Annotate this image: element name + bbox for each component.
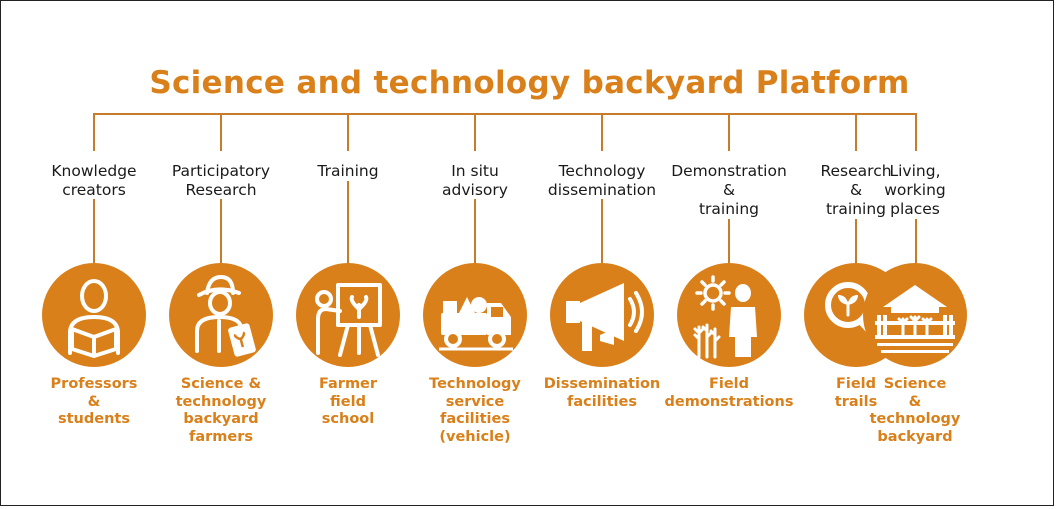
node-label: Professors&students — [50, 376, 138, 427]
connector-drop — [915, 113, 917, 151]
connector-stem — [915, 219, 917, 263]
connector-drop — [728, 113, 730, 151]
presentation-board-icon — [296, 263, 400, 367]
truck-icon — [423, 263, 527, 367]
connector-branch — [790, 113, 917, 115]
connector-drop — [601, 113, 603, 151]
farmer-sun-wheat-icon — [677, 263, 781, 367]
connector-drop — [474, 113, 476, 151]
farmer-tablet-icon — [169, 263, 273, 367]
connector-drop — [93, 113, 95, 151]
reader-icon — [42, 263, 146, 367]
connector-stem — [728, 219, 730, 263]
farmhouse-icon — [863, 263, 967, 367]
connector-drop — [220, 113, 222, 151]
category-label: Training — [317, 162, 379, 180]
megaphone-icon — [550, 263, 654, 367]
connector-stem — [347, 181, 349, 263]
diagram-title: Science and technology backyard Platform — [149, 65, 910, 101]
connector-drop — [855, 113, 857, 151]
connector-stem — [220, 199, 222, 263]
category-label: Research&training — [820, 162, 892, 218]
connector-drop — [347, 113, 349, 151]
connector-stem — [93, 199, 95, 263]
connector-stem — [474, 199, 476, 263]
connector-stem — [855, 219, 857, 263]
category-label: Demonstration&training — [671, 162, 787, 218]
connector-stem — [601, 199, 603, 263]
